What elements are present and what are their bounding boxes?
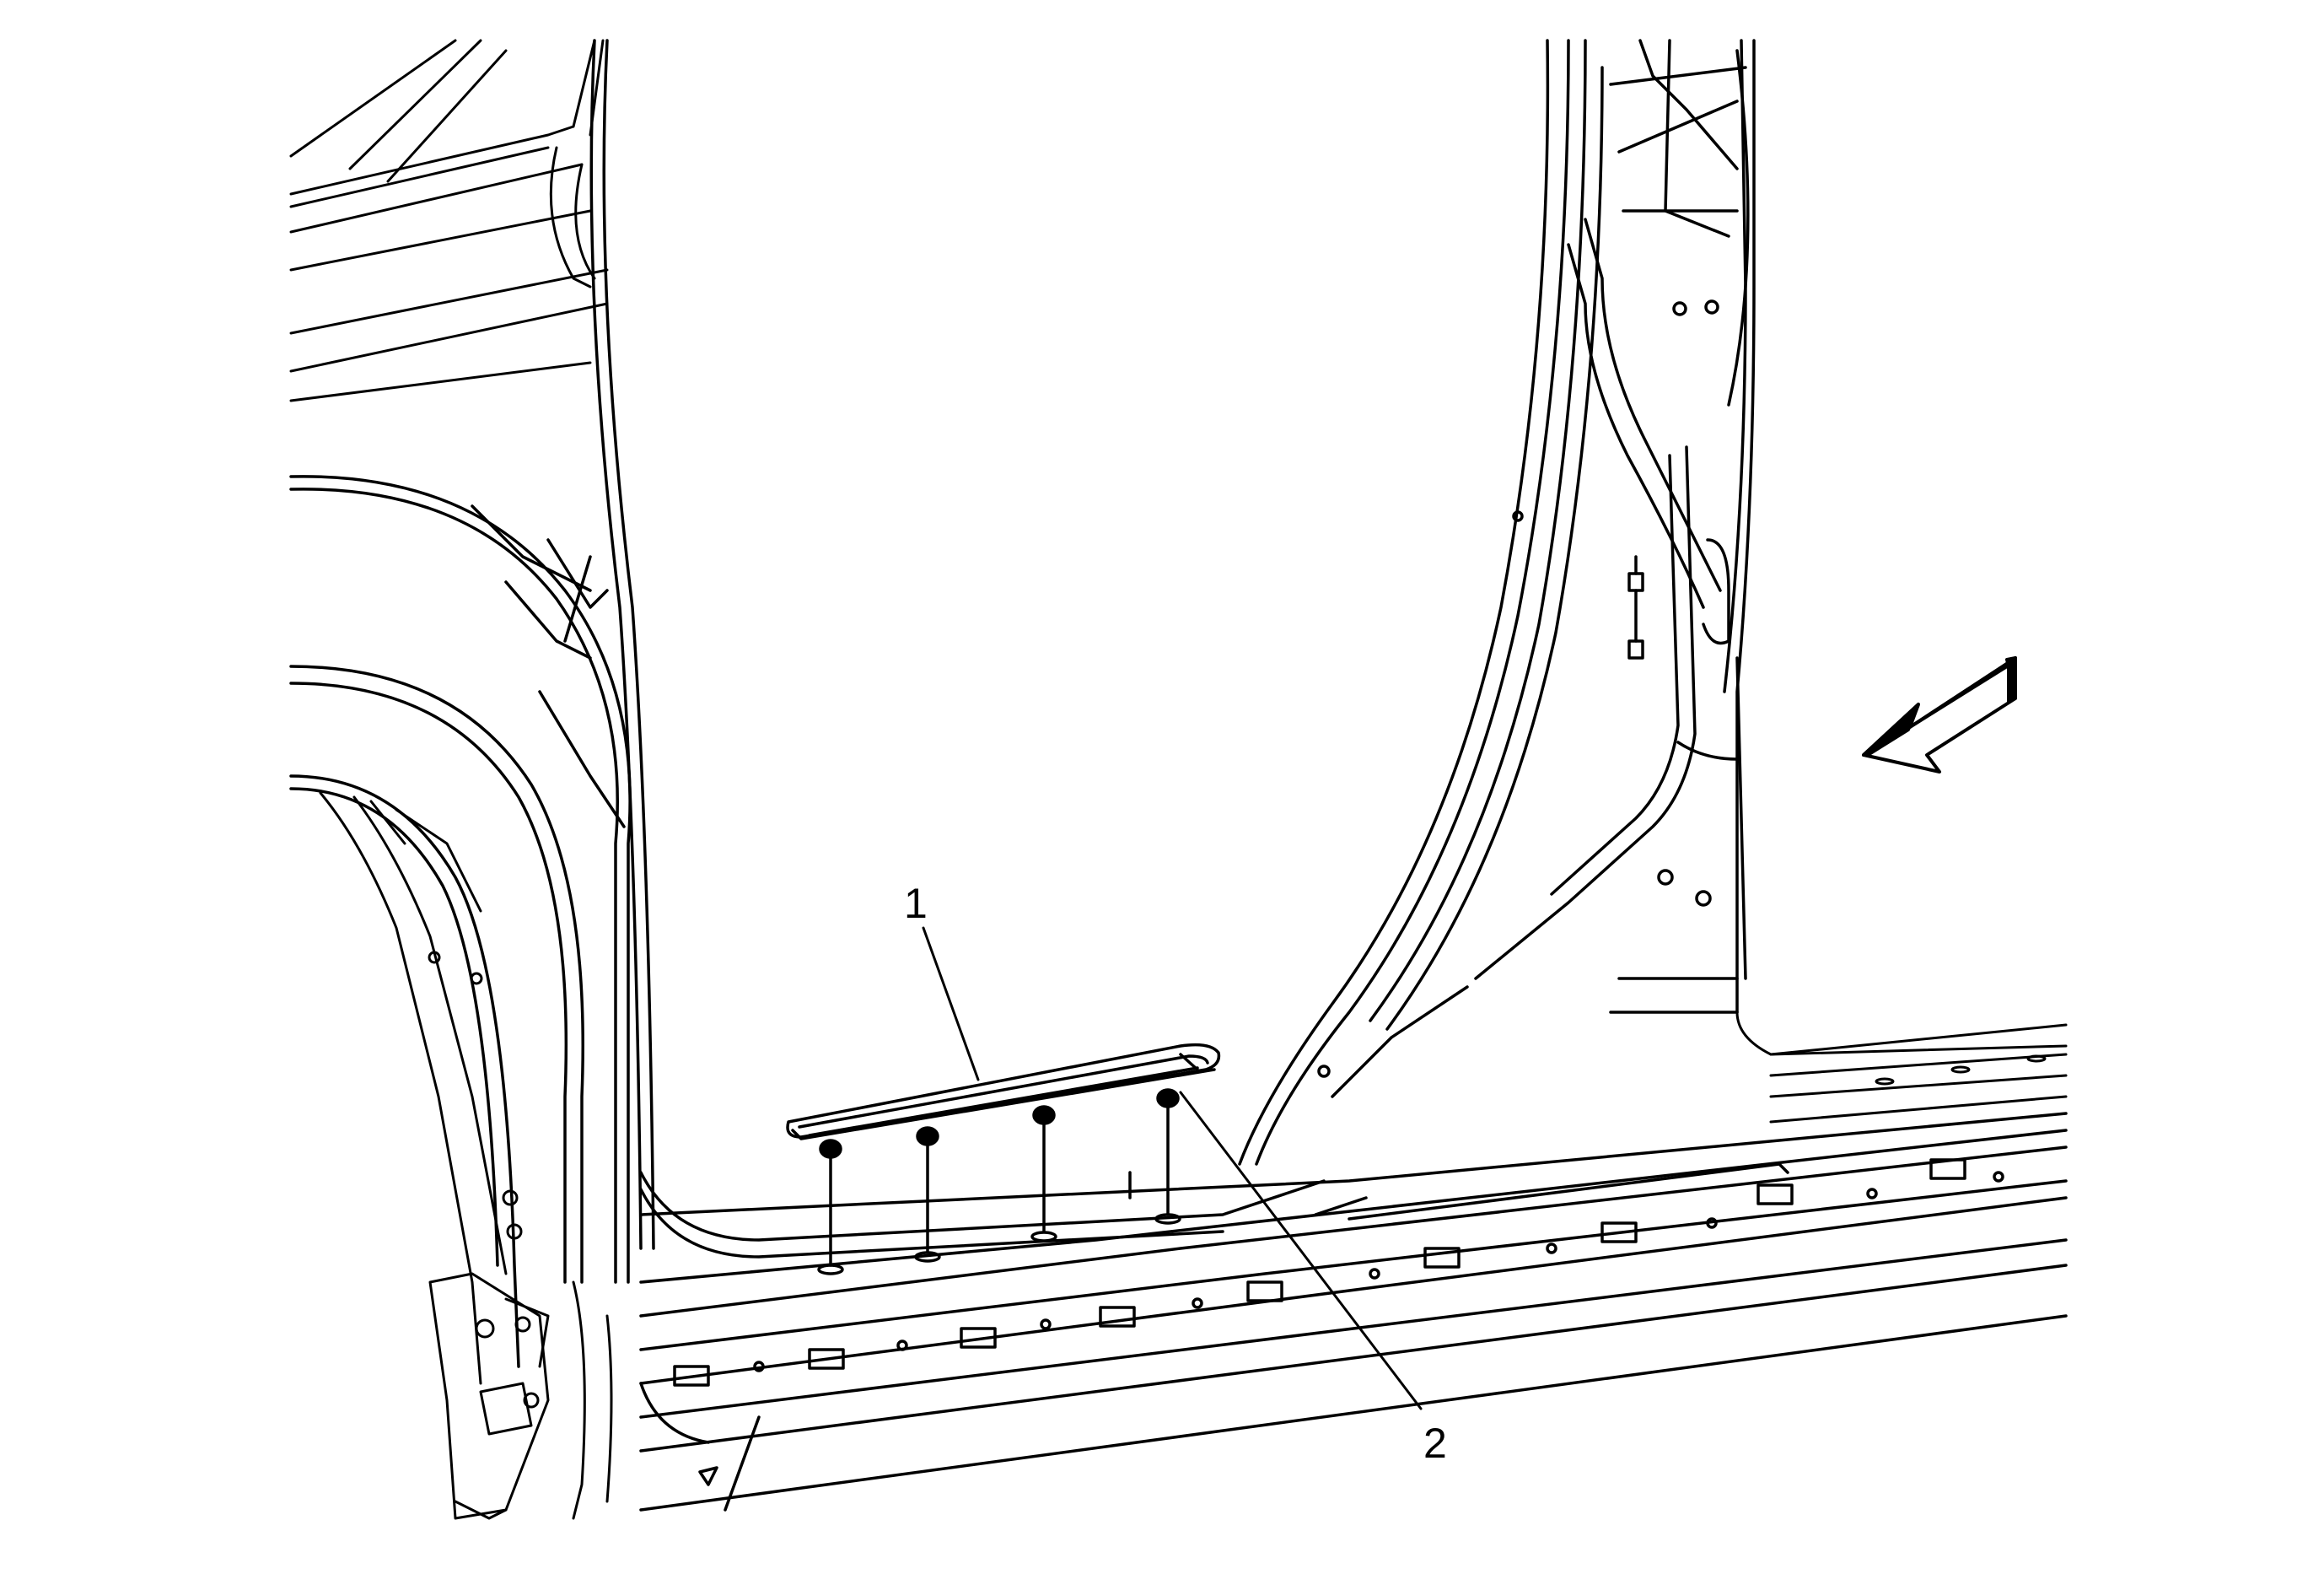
- front-fender-panel: [1737, 1012, 2066, 1122]
- rear-lower-bracket: [320, 793, 611, 1518]
- callout-1-leader: [923, 928, 978, 1080]
- rear-wheel-arch: [291, 477, 630, 1366]
- front-of-vehicle-arrow: [1864, 658, 2015, 772]
- callout-2-label: 2: [1423, 1420, 1447, 1467]
- door-opening-rear-edge: [591, 40, 654, 1248]
- front-hinge-pillar: [1240, 40, 1754, 1164]
- callout-2-leader: [1181, 1092, 1421, 1409]
- rocker-panel: [641, 1113, 2066, 1510]
- sill-plate: [788, 1045, 1218, 1139]
- rear-quarter-panel: [291, 40, 607, 401]
- callout-1-label: 1: [904, 880, 928, 927]
- sill-plate-retainers: [819, 1090, 1180, 1274]
